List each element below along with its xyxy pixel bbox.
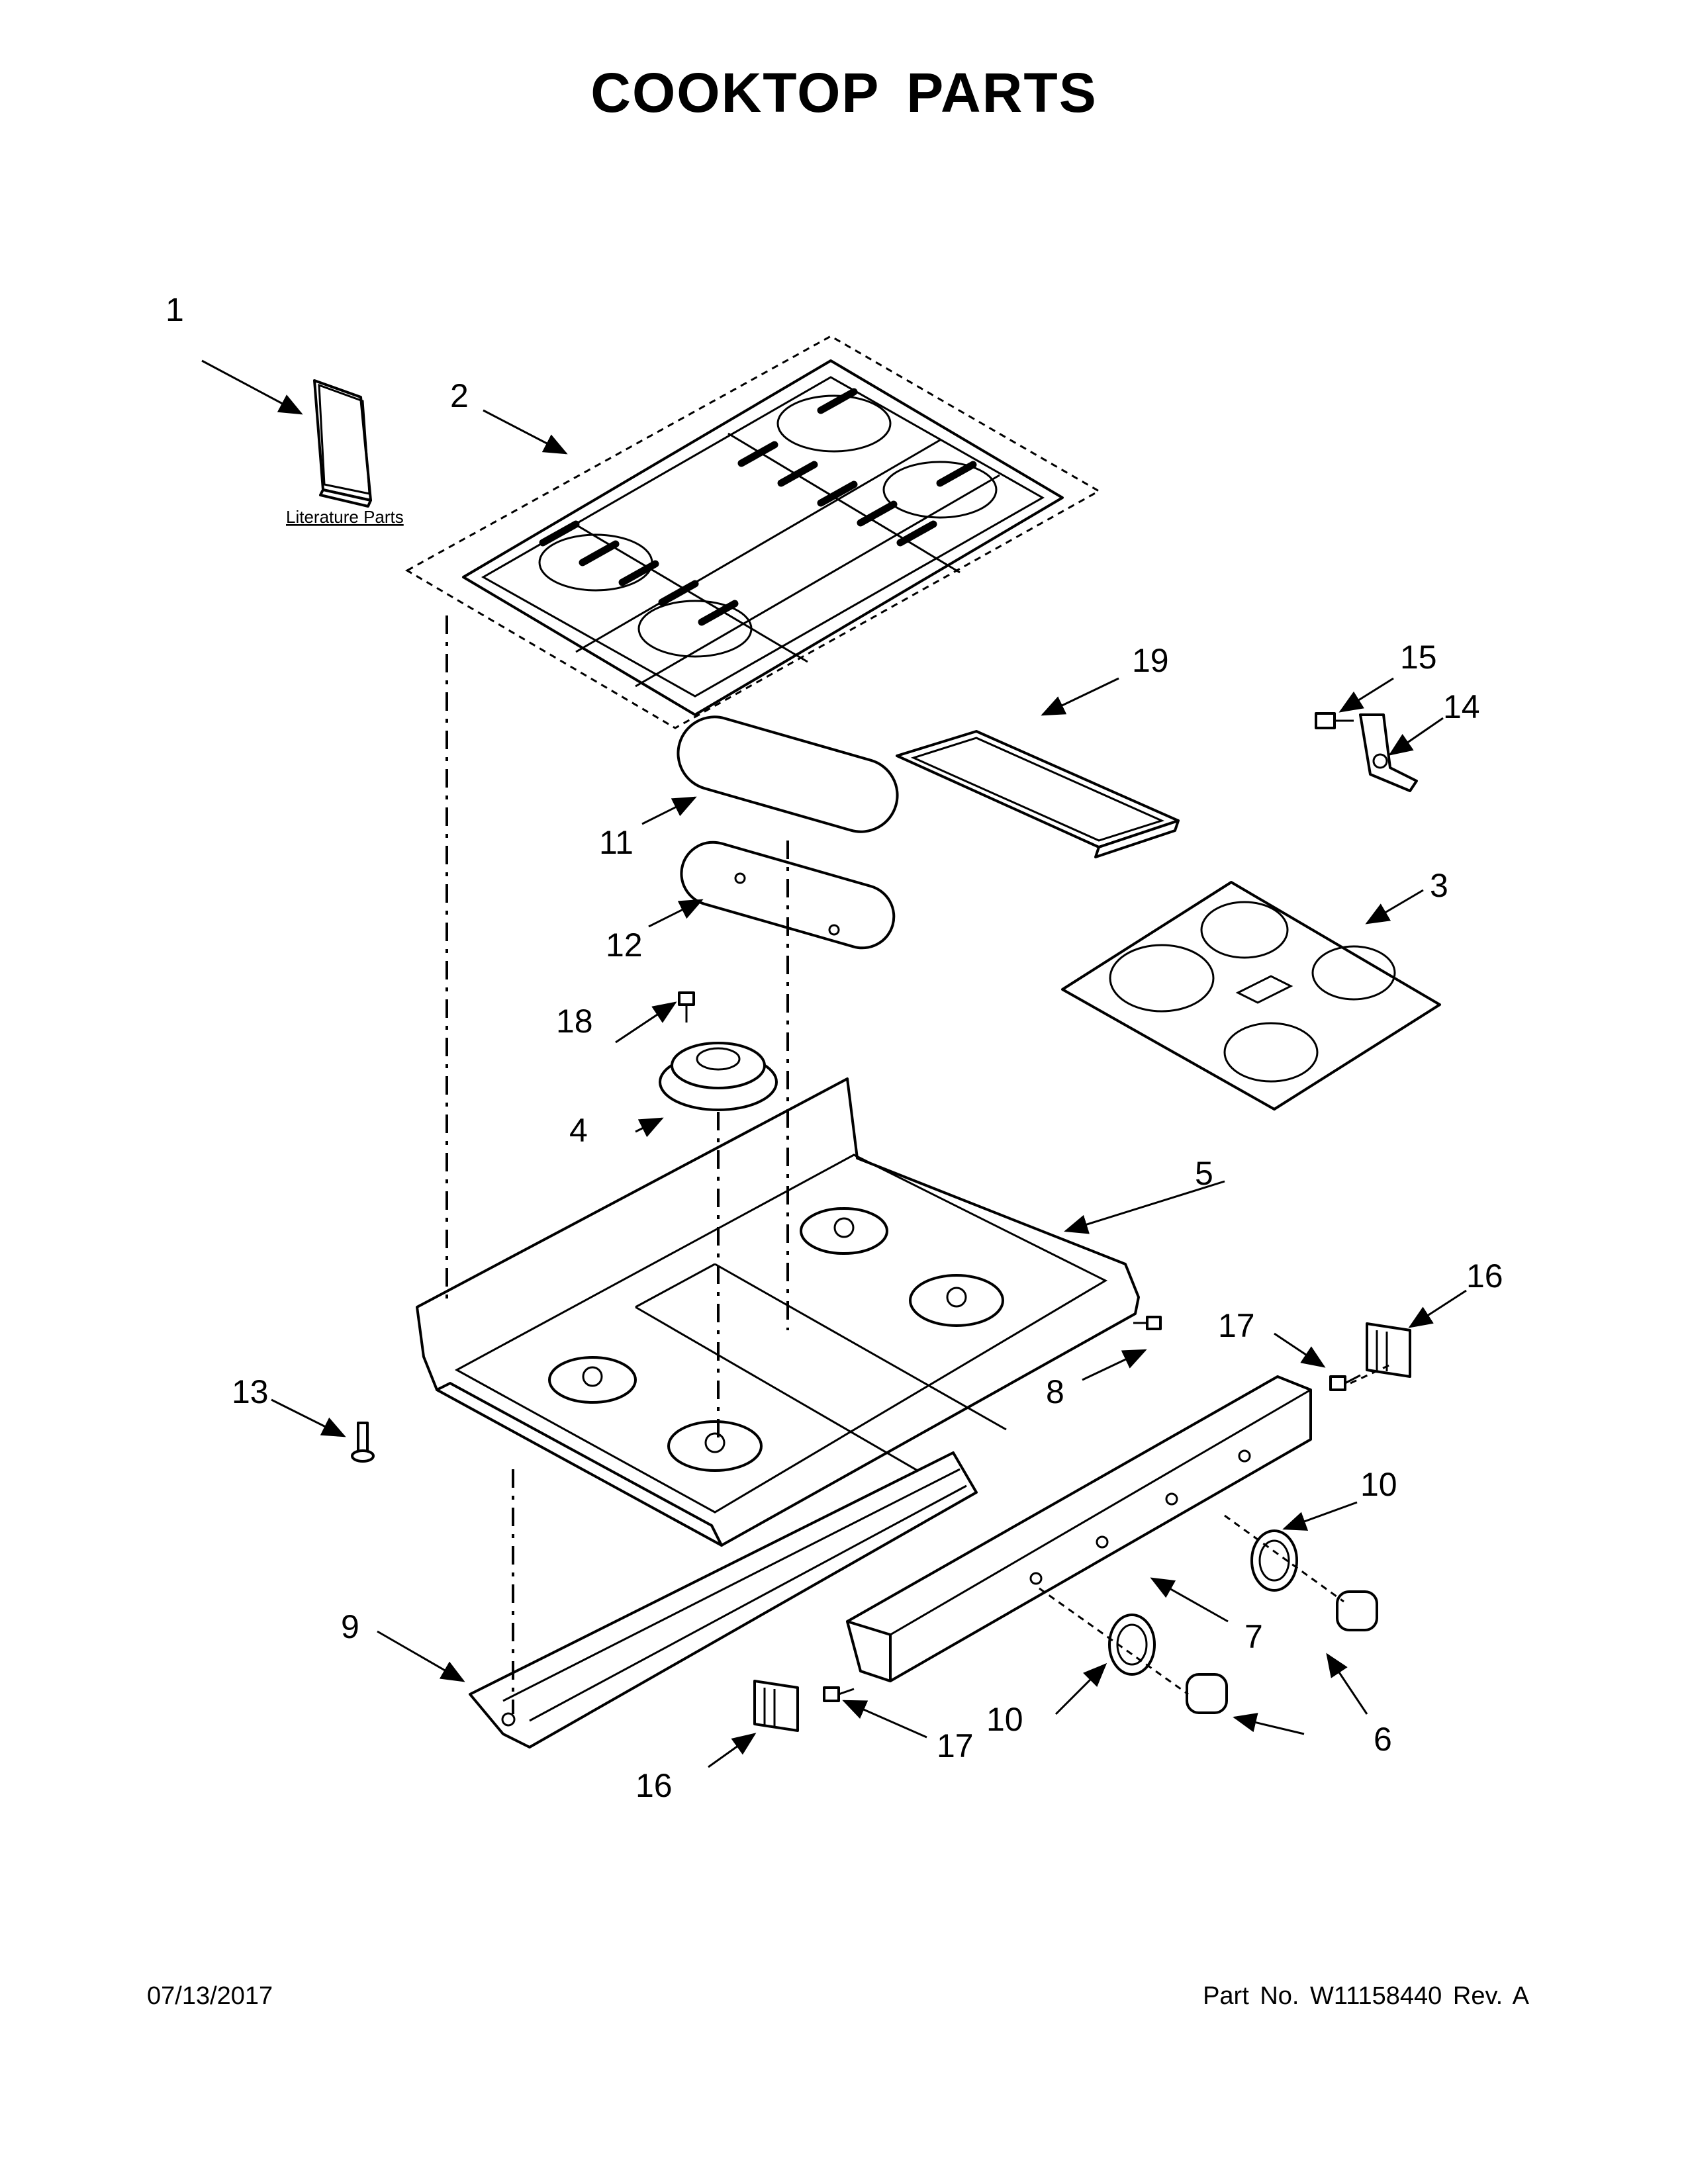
control-knob-right [1336,1590,1378,1631]
mounting-bracket [1359,713,1418,792]
center-burner-cover [677,715,899,833]
callout-2: 2 [450,377,469,414]
callout-8: 8 [1046,1373,1064,1410]
control-manifold-panel [846,1375,1312,1682]
callout-16a: 16 [1466,1257,1503,1295]
bottom-channel [469,1451,978,1749]
callout-5: 5 [1195,1155,1213,1192]
callout-18: 18 [556,1003,593,1040]
bracket-screw-right [1329,1374,1361,1391]
callout-10b: 10 [986,1701,1023,1738]
bracket-screw-left [823,1686,855,1702]
callout-10a: 10 [1360,1466,1397,1503]
top-screw [1133,1316,1162,1330]
callout-16b: 16 [635,1767,673,1804]
ceramic-cooktop-panel [1061,881,1441,1111]
knob-bezel-right [1250,1529,1298,1592]
callout-14: 14 [1443,688,1480,725]
bracket-screw [1315,712,1354,729]
leveling-leg [351,1422,375,1463]
literature-parts-label: Literature Parts [286,507,404,527]
griddle [896,730,1180,858]
footer-date: 07/13/2017 [147,1982,273,2010]
callout-15: 15 [1400,639,1437,676]
callout-19: 19 [1132,642,1169,679]
footer-part-number: Part No. W11158440 Rev. A [1203,1982,1529,2010]
surface-burner [659,1042,778,1111]
callout-7: 7 [1244,1618,1263,1655]
callout-1: 1 [165,291,184,328]
callout-13: 13 [232,1373,269,1410]
callout-17b: 17 [937,1727,974,1764]
control-knob-left [1186,1673,1228,1714]
side-bracket-right [1366,1322,1411,1378]
cooktop-main-top [416,1077,1140,1547]
knob-bezel-left [1108,1614,1156,1676]
side-bracket-left [753,1680,799,1732]
page-title: COOKTOP PARTS [590,62,1098,124]
callout-6: 6 [1374,1721,1392,1758]
literature-booklet [313,379,372,508]
callout-4: 4 [569,1112,588,1149]
callout-3: 3 [1430,867,1448,904]
callout-11: 11 [599,824,633,861]
callout-17a: 17 [1218,1307,1255,1344]
callout-12: 12 [606,927,643,964]
callout-9: 9 [341,1608,359,1645]
burner-screw [678,991,695,1023]
cooktop-grates [404,335,1102,729]
